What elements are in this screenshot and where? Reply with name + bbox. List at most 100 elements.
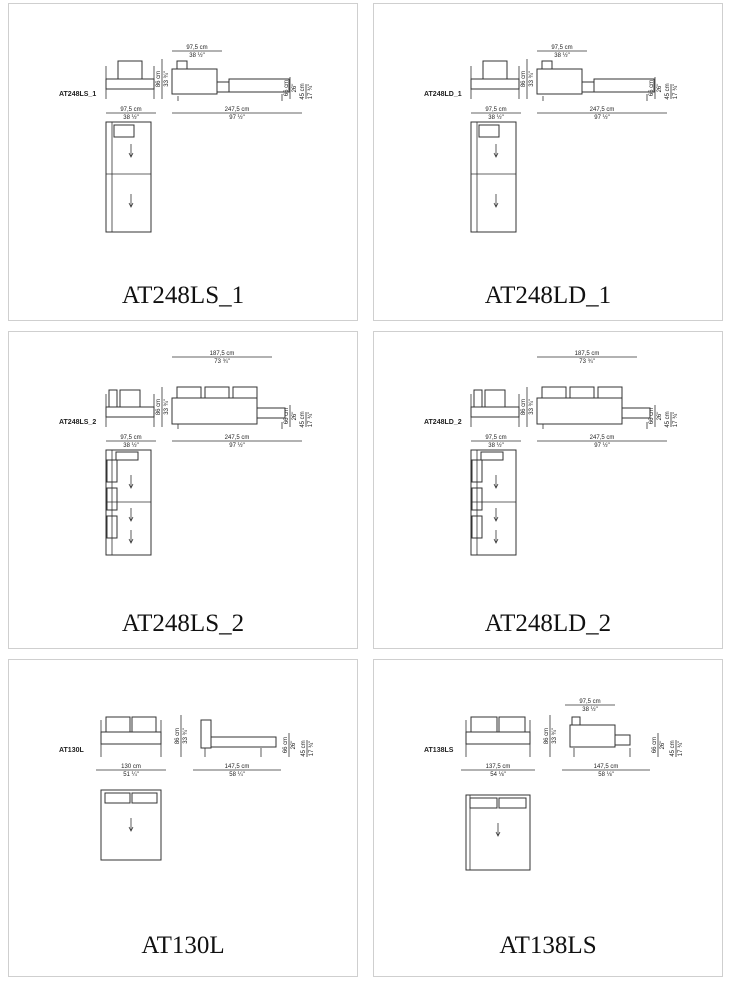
direction-arrow-head <box>495 831 501 837</box>
front-height-dim-cm: 86 cm <box>156 399 162 415</box>
plan-back-cushion <box>471 459 483 483</box>
top-width-dim-in: 38 ½" <box>582 706 597 713</box>
side-width-dim-cm: 247,5 cm <box>590 435 615 441</box>
side-width-dim-in: 97 ½" <box>229 114 244 121</box>
top-width-dim-cm: 97,5 cm <box>186 45 207 51</box>
plan-outline <box>105 121 152 233</box>
low-height-dim-in: 17 ¾" <box>673 412 679 427</box>
side-back <box>569 724 616 748</box>
seat-height-dim-cm: 66 cm <box>649 408 655 424</box>
low-height-dim-in: 17 ¾" <box>308 412 314 427</box>
product-title[interactable]: AT248LD_1 <box>484 282 612 309</box>
side-width-dim-in: 58 ¼" <box>229 772 244 778</box>
seat-height-dim-cm: 66 cm <box>283 737 289 753</box>
front-height-dim-in: 33 ¾" <box>164 399 170 414</box>
low-height-dim-cm: 45 cm <box>300 83 306 99</box>
front-height-dim-cm: 86 cm <box>521 399 527 415</box>
seat-height-dim-in: 26" <box>657 412 663 421</box>
plan-outline <box>105 449 152 556</box>
side-chaise-end <box>621 407 651 419</box>
front-side-cushion <box>108 389 118 408</box>
side-pillow <box>571 716 581 726</box>
top-width-dim-cm: 187,5 cm <box>575 351 600 357</box>
low-height-dim-cm: 45 cm <box>301 740 307 756</box>
seat-height-dim-in: 26" <box>660 741 666 750</box>
front-seat <box>105 78 155 90</box>
model-code-label: AT130L <box>59 747 84 754</box>
side-chaise-end <box>614 734 631 746</box>
side-chaise-seat <box>228 78 290 93</box>
seat-height-dim-cm: 66 cm <box>284 408 290 424</box>
low-height-dim-cm: 45 cm <box>670 740 676 756</box>
side-width-dim-cm: 247,5 cm <box>225 107 250 113</box>
plan-outline <box>465 794 531 871</box>
front-width-dim-cm: 137,5 cm <box>486 764 511 770</box>
front-back-cushion <box>131 716 157 733</box>
low-height-dim-in: 17 ¾" <box>673 84 679 99</box>
low-height-dim-cm: 45 cm <box>665 83 671 99</box>
front-height-dim-in: 33 ¾" <box>552 728 558 743</box>
front-seat <box>470 78 520 90</box>
low-height-dim-cm: 45 cm <box>665 411 671 427</box>
top-width-dim-in: 38 ½" <box>554 52 569 59</box>
direction-arrow-head <box>128 152 134 158</box>
side-width-dim-in: 97 ½" <box>229 442 244 449</box>
front-seat <box>105 406 155 418</box>
model-code-label: AT248LD_2 <box>424 419 462 426</box>
direction-arrow-head <box>128 483 134 489</box>
seat-height-dim-in: 26" <box>292 412 298 421</box>
front-height-dim-cm: 86 cm <box>521 71 527 87</box>
front-width-dim-in: 38 ½" <box>488 114 503 121</box>
direction-arrow-head <box>493 202 499 208</box>
side-width-dim-in: 97 ½" <box>594 114 609 121</box>
side-seat <box>210 736 277 748</box>
plan-pillow <box>478 124 500 138</box>
plan-cushion <box>131 792 158 804</box>
side-width-dim-cm: 247,5 cm <box>590 107 615 113</box>
front-height-dim-cm: 86 cm <box>544 728 550 744</box>
low-height-dim-in: 17 ¾" <box>309 741 315 756</box>
front-width-dim-cm: 97,5 cm <box>485 107 506 113</box>
side-pillow <box>541 60 553 70</box>
side-pillow <box>176 60 188 70</box>
side-back-cushion <box>204 386 230 399</box>
product-title[interactable]: AT130L <box>141 932 225 959</box>
top-width-dim-in: 38 ½" <box>189 52 204 59</box>
product-title[interactable]: AT138LS <box>499 932 597 959</box>
seat-height-dim-cm: 66 cm <box>652 737 658 753</box>
plan-back-cushion <box>106 459 118 483</box>
plan-outline <box>470 449 517 556</box>
product-title[interactable]: AT248LS_1 <box>121 282 245 309</box>
side-width-dim-in: 97 ½" <box>594 442 609 449</box>
side-back-cushion <box>232 386 258 399</box>
plan-back-cushion <box>106 487 118 511</box>
top-width-dim-cm: 97,5 cm <box>551 45 572 51</box>
side-back <box>171 68 218 95</box>
plan-pillow <box>115 451 139 461</box>
side-back-cushion <box>541 386 567 399</box>
side-back-cushion <box>176 386 202 399</box>
model-code-label: AT138LS <box>424 747 454 754</box>
direction-arrow-head <box>493 516 499 522</box>
front-height-dim-in: 33 ¾" <box>164 71 170 86</box>
front-width-dim-cm: 130 cm <box>121 764 141 770</box>
plan-back-cushion <box>471 515 483 539</box>
front-width-dim-in: 38 ½" <box>123 442 138 449</box>
plan-pillow <box>480 451 504 461</box>
plan-cushion <box>104 792 131 804</box>
side-chaise-seat <box>593 78 655 93</box>
model-code-label: AT248LS_1 <box>59 91 96 98</box>
top-width-dim-cm: 187,5 cm <box>210 351 235 357</box>
product-title[interactable]: AT248LD_2 <box>484 610 612 637</box>
seat-height-dim-cm: 66 cm <box>649 80 655 96</box>
product-title[interactable]: AT248LS_2 <box>121 610 245 637</box>
